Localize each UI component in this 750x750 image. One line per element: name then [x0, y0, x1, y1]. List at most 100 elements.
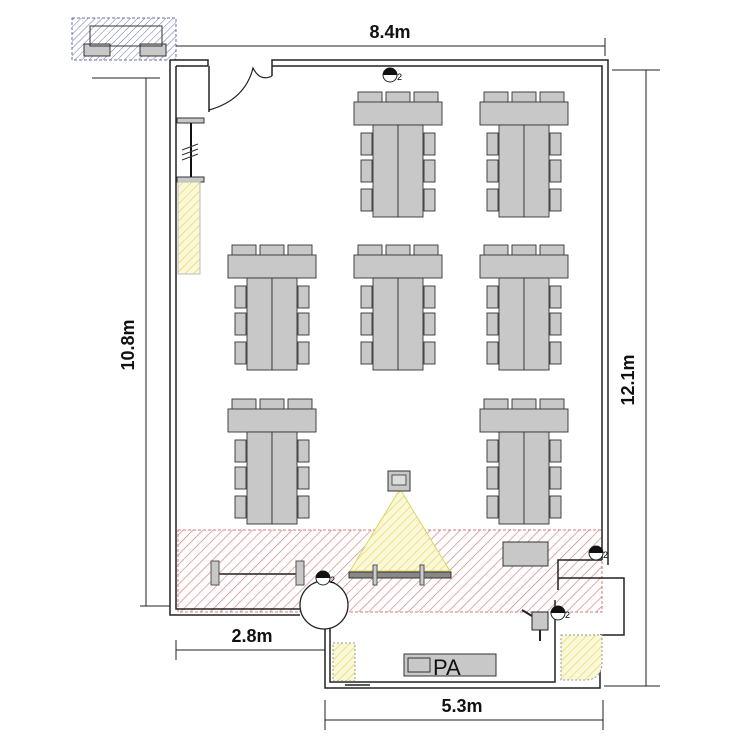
chair[interactable] [360, 132, 373, 156]
chair[interactable] [297, 312, 310, 336]
chair[interactable] [549, 341, 562, 365]
chair[interactable] [549, 132, 562, 156]
chair[interactable] [413, 91, 439, 104]
chair[interactable] [486, 495, 499, 519]
chair[interactable] [259, 398, 285, 411]
head-table[interactable] [479, 254, 569, 279]
chair[interactable] [549, 312, 562, 336]
table[interactable] [498, 431, 525, 525]
table[interactable] [397, 124, 424, 218]
chair[interactable] [539, 91, 565, 104]
chair[interactable] [486, 188, 499, 212]
table[interactable] [271, 431, 298, 525]
chair[interactable] [234, 439, 247, 463]
chair[interactable] [297, 439, 310, 463]
storage-area [332, 642, 356, 682]
table[interactable] [397, 277, 424, 371]
chair[interactable] [539, 398, 565, 411]
chair[interactable] [511, 244, 537, 257]
chair[interactable] [486, 312, 499, 336]
chair[interactable] [486, 466, 499, 490]
outdoor-unit [71, 17, 177, 61]
chair[interactable] [423, 341, 436, 365]
chair[interactable] [549, 159, 562, 183]
chair[interactable] [231, 244, 257, 257]
chair[interactable] [231, 398, 257, 411]
chair[interactable] [549, 285, 562, 309]
chair[interactable] [234, 495, 247, 519]
pa-system[interactable]: PA [403, 653, 497, 680]
chair[interactable] [539, 244, 565, 257]
chair[interactable] [483, 244, 509, 257]
chair[interactable] [549, 495, 562, 519]
chair[interactable] [423, 159, 436, 183]
chair[interactable] [549, 466, 562, 490]
chair[interactable] [234, 341, 247, 365]
chair[interactable] [549, 439, 562, 463]
door[interactable] [208, 66, 273, 111]
chair[interactable] [423, 132, 436, 156]
table-group [479, 398, 569, 525]
chair[interactable] [234, 285, 247, 309]
chair[interactable] [234, 466, 247, 490]
chair[interactable] [357, 244, 383, 257]
projector-area [348, 470, 452, 586]
chair[interactable] [483, 398, 509, 411]
storage-area [560, 634, 603, 681]
chair[interactable] [486, 341, 499, 365]
partition [176, 117, 205, 275]
pillar [299, 580, 349, 630]
dimension-bottom: 5.3m [441, 696, 482, 716]
chair[interactable] [385, 91, 411, 104]
table[interactable] [498, 277, 525, 371]
chair[interactable] [486, 285, 499, 309]
chair[interactable] [357, 91, 383, 104]
podium-desk[interactable] [502, 541, 549, 567]
table[interactable] [246, 431, 273, 525]
chair[interactable] [360, 341, 373, 365]
table[interactable] [372, 124, 399, 218]
chair[interactable] [259, 244, 285, 257]
chair[interactable] [549, 188, 562, 212]
chair[interactable] [360, 159, 373, 183]
chair[interactable] [287, 398, 313, 411]
chair[interactable] [234, 312, 247, 336]
chair[interactable] [423, 285, 436, 309]
chair[interactable] [360, 285, 373, 309]
chair[interactable] [297, 341, 310, 365]
head-table[interactable] [227, 408, 317, 433]
chair[interactable] [423, 188, 436, 212]
chair[interactable] [511, 91, 537, 104]
head-table[interactable] [479, 408, 569, 433]
table[interactable] [498, 124, 525, 218]
head-table[interactable] [353, 101, 443, 126]
chair[interactable] [287, 244, 313, 257]
table[interactable] [523, 124, 550, 218]
svg-text:2: 2 [397, 72, 402, 82]
table[interactable] [372, 277, 399, 371]
chair[interactable] [423, 312, 436, 336]
banner-stand [210, 560, 305, 586]
head-table[interactable] [353, 254, 443, 279]
chair[interactable] [511, 398, 537, 411]
head-table[interactable] [227, 254, 317, 279]
chair[interactable] [360, 312, 373, 336]
chair[interactable] [360, 188, 373, 212]
table-group [479, 91, 569, 218]
projection-screen[interactable] [348, 571, 452, 579]
chair[interactable] [297, 495, 310, 519]
chair[interactable] [385, 244, 411, 257]
chair[interactable] [486, 439, 499, 463]
chair[interactable] [486, 159, 499, 183]
chair[interactable] [483, 91, 509, 104]
table[interactable] [523, 277, 550, 371]
table[interactable] [271, 277, 298, 371]
chair[interactable] [486, 132, 499, 156]
table[interactable] [523, 431, 550, 525]
head-table[interactable] [479, 101, 569, 126]
chair[interactable] [297, 285, 310, 309]
table[interactable] [246, 277, 273, 371]
chair[interactable] [413, 244, 439, 257]
chair[interactable] [297, 466, 310, 490]
dimension-top: 8.4m [369, 22, 410, 42]
